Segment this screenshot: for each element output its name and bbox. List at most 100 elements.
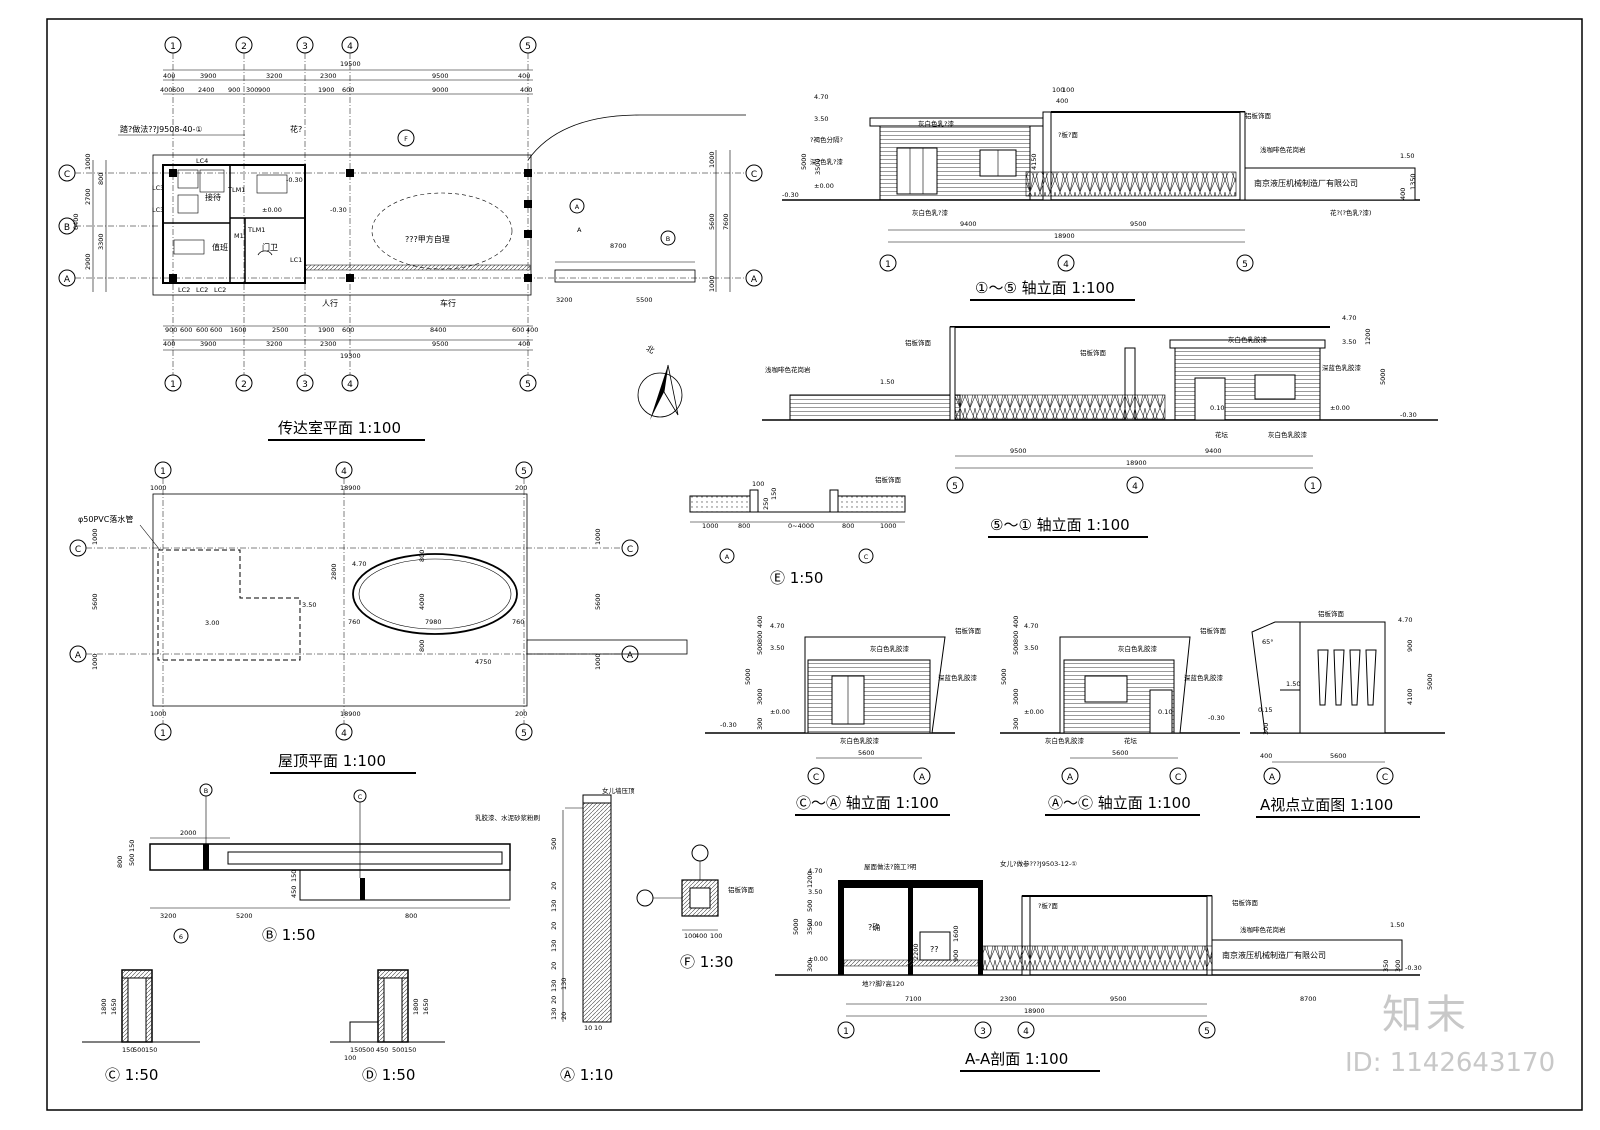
- svg-text:C: C: [864, 553, 869, 561]
- svg-text:18900: 18900: [1024, 1007, 1045, 1015]
- detail-e-title: Ⓔ 1:50: [770, 569, 823, 587]
- svg-text:8700: 8700: [1300, 995, 1317, 1003]
- section-room-2: ??: [930, 945, 939, 954]
- section-a-a: 南京液压机械制造厂有限公司 ?确 ?? 4.70 3.50 3.00 ±0.00…: [775, 859, 1422, 1072]
- svg-text:5: 5: [1242, 260, 1248, 270]
- svg-text:LC2: LC2: [178, 286, 190, 294]
- svg-text:5: 5: [952, 482, 958, 492]
- svg-text:400: 400: [518, 340, 530, 348]
- svg-text:M1: M1: [234, 232, 244, 240]
- svg-text:4: 4: [347, 42, 353, 52]
- plan-path-vehicle: 车行: [440, 298, 456, 308]
- svg-text:C: C: [751, 170, 757, 180]
- svg-text:TLM1: TLM1: [247, 226, 265, 234]
- svg-text:4000: 4000: [418, 593, 426, 610]
- svg-text:1000: 1000: [150, 710, 167, 718]
- plan-section-mark-f: F: [397, 129, 415, 147]
- svg-text:花?(?色乳?漆): 花?(?色乳?漆): [1330, 208, 1371, 217]
- svg-text:1600: 1600: [230, 326, 247, 334]
- svg-text:19300: 19300: [340, 352, 361, 360]
- svg-text:400: 400: [526, 326, 538, 334]
- elevation-view-a: 4.70 1.50 0.15 铝板饰面 400 5600 900 4100 50…: [1250, 609, 1445, 818]
- svg-text:2: 2: [241, 42, 247, 52]
- svg-text:400: 400: [163, 340, 175, 348]
- svg-text:-0.30: -0.30: [782, 191, 799, 199]
- svg-text:9500: 9500: [1110, 995, 1127, 1003]
- svg-text:深蓝色乳胶漆: 深蓝色乳胶漆: [1322, 363, 1362, 372]
- roof-title: 屋顶平面 1:100: [278, 752, 386, 770]
- plan-axis-bubble-top-3: 3: [296, 36, 314, 54]
- svg-text:400: 400: [163, 72, 175, 80]
- svg-text:1: 1: [160, 467, 166, 477]
- svg-text:5000: 5000: [744, 668, 752, 685]
- plan-axis-bubble-right-a: A: [745, 269, 763, 287]
- svg-text:100: 100: [1062, 86, 1074, 94]
- svg-text:5: 5: [521, 729, 527, 739]
- svg-text:8400: 8400: [430, 326, 447, 334]
- svg-text:1900: 1900: [318, 86, 335, 94]
- elevation-5-1: 4.70 3.50 ±0.00 -0.30 1.50 0.10 铝板饰面 铝板饰…: [762, 314, 1438, 538]
- svg-text:8700: 8700: [610, 242, 627, 250]
- svg-text:0~4000: 0~4000: [788, 522, 814, 530]
- svg-text:800: 800: [1012, 631, 1020, 643]
- svg-text:600: 600: [342, 86, 354, 94]
- roof-axis-bubble-top-1: 1: [154, 461, 172, 479]
- svg-text:女儿墙压顶: 女儿墙压顶: [602, 786, 635, 795]
- svg-text:9500: 9500: [1130, 220, 1147, 228]
- plan-axis-bubble-top-2: 2: [235, 36, 253, 54]
- svg-text:5500: 5500: [636, 296, 653, 304]
- svg-text:4: 4: [1063, 260, 1069, 270]
- svg-text:3: 3: [980, 1027, 986, 1037]
- svg-text:灰白色乳?漆: 灰白色乳?漆: [918, 119, 954, 128]
- svg-text:20: 20: [550, 922, 558, 930]
- detail-b-title: Ⓑ 1:50: [262, 926, 315, 944]
- svg-text:4750: 4750: [475, 658, 492, 666]
- svg-text:铝板饰面: 铝板饰面: [1318, 609, 1345, 618]
- svg-text:500: 500: [756, 643, 764, 655]
- svg-text:深?色乳?漆: 深?色乳?漆: [810, 157, 843, 166]
- svg-text:400: 400: [1012, 616, 1020, 628]
- svg-text:-0.30: -0.30: [1208, 714, 1225, 722]
- svg-text:900: 900: [228, 86, 240, 94]
- svg-text:1: 1: [1310, 482, 1316, 492]
- plan-section-mark-a: A: [569, 198, 585, 214]
- svg-text:±0.00: ±0.00: [808, 955, 828, 963]
- svg-text:4: 4: [1023, 1027, 1029, 1037]
- svg-text:900: 900: [1406, 640, 1414, 652]
- svg-text:1: 1: [170, 42, 176, 52]
- svg-text:2300: 2300: [320, 340, 337, 348]
- svg-text:18900: 18900: [1054, 232, 1075, 240]
- svg-text:B: B: [204, 787, 208, 795]
- svg-text:7980: 7980: [425, 618, 442, 626]
- svg-text:1000: 1000: [150, 484, 167, 492]
- roof-axis-bubble-right-c: C: [621, 539, 639, 557]
- svg-text:1000: 1000: [91, 653, 99, 670]
- svg-text:A: A: [64, 275, 71, 285]
- svg-text:1650: 1650: [110, 998, 118, 1015]
- svg-text:9400: 9400: [960, 220, 977, 228]
- svg-text:3: 3: [302, 380, 308, 390]
- elev15-company-sign: 南京液压机械制造厂有限公司: [1254, 178, 1358, 188]
- svg-text:3500: 3500: [806, 918, 814, 935]
- svg-text:A: A: [1067, 773, 1074, 783]
- svg-text:3.00: 3.00: [808, 920, 822, 928]
- svg-text:9400: 9400: [1205, 447, 1222, 455]
- svg-text:350: 350: [1382, 960, 1390, 972]
- plan-flower-note: 花?: [290, 124, 302, 134]
- svg-text:450: 450: [290, 886, 298, 898]
- roof-axis-bubble-bottom-5: 5: [515, 723, 533, 741]
- svg-text:5000: 5000: [1379, 368, 1387, 385]
- svg-text:1800: 1800: [100, 998, 108, 1015]
- svg-text:2300: 2300: [320, 72, 337, 80]
- svg-text:130: 130: [550, 940, 558, 952]
- svg-text:铝板饰面: 铝板饰面: [1080, 348, 1107, 357]
- plan-axis-bubble-right-c: C: [745, 164, 763, 182]
- plan-axis-bubble-bottom-1: 1: [164, 374, 182, 392]
- svg-text:19500: 19500: [340, 60, 361, 68]
- detail-a-title: Ⓐ 1:10: [560, 1066, 613, 1084]
- plan-axis-bubble-left-a: A: [58, 269, 76, 287]
- svg-text:500: 500: [550, 838, 558, 850]
- svg-text:3.50: 3.50: [302, 601, 316, 609]
- svg-text:500: 500: [806, 900, 814, 912]
- roof-axis-bubble-bottom-1: 1: [154, 723, 172, 741]
